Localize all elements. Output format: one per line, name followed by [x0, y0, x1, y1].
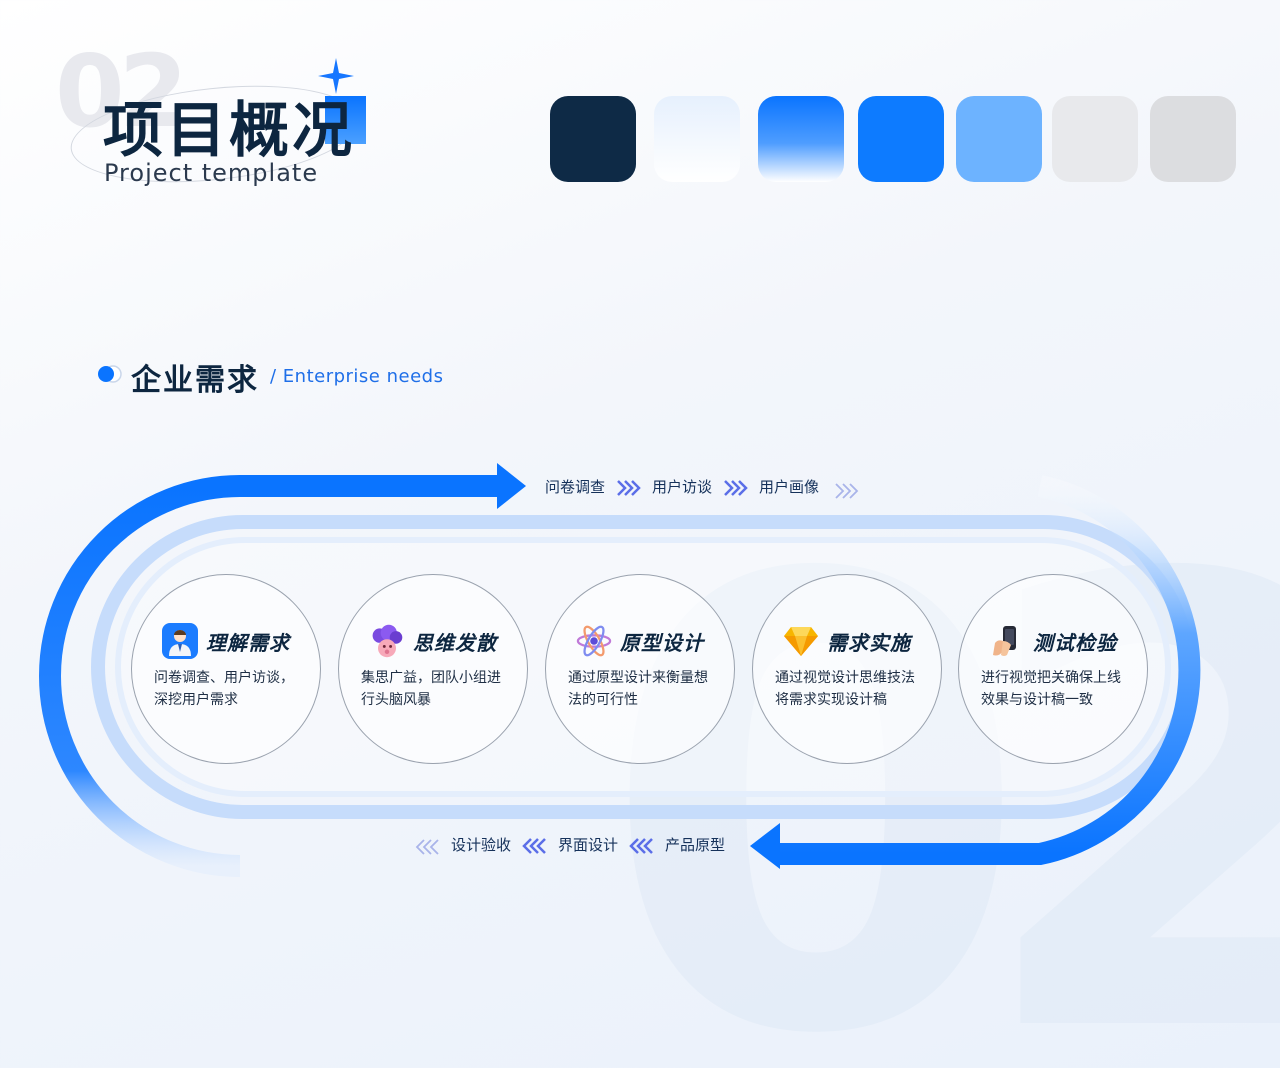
chevrons-right-icon	[617, 480, 641, 496]
color-swatch-blue-gradient	[758, 96, 844, 182]
flow-top-step-1: 问卷调查	[545, 478, 606, 496]
step-card-implement: 需求实施 通过视觉设计思维技法将需求实现设计稿	[752, 574, 942, 764]
section-subtitle: / Enterprise needs	[270, 366, 444, 387]
step-title: 测试检验	[1033, 630, 1117, 655]
step-title: 理解需求	[206, 630, 290, 655]
chevrons-left-icon	[522, 838, 546, 854]
flow-top-step-2: 用户访谈	[652, 478, 713, 496]
step-description: 问卷调查、用户访谈，深挖用户需求	[154, 670, 294, 708]
page-title: 项目概况	[103, 96, 355, 166]
color-swatch-pale-blue	[654, 96, 740, 182]
chevrons-left-faded-icon	[415, 839, 439, 855]
brain-cloud-icon	[369, 623, 405, 659]
color-swatch-navy	[550, 96, 636, 182]
step-card-understand: 理解需求 问卷调查、用户访谈，深挖用户需求	[131, 574, 321, 764]
chevrons-right-faded-icon	[835, 483, 859, 499]
bottom-arrow-head	[750, 823, 780, 869]
atom-icon	[576, 623, 612, 659]
color-swatch-gray	[1150, 96, 1236, 182]
outer-track-right	[780, 475, 1201, 865]
outer-track-left	[39, 475, 500, 877]
section-bullet-icon	[98, 365, 122, 383]
page-subtitle: Project template	[104, 159, 319, 187]
step-description: 进行视觉把关确保上线效果与设计稿一致	[981, 670, 1121, 708]
step-title: 需求实施	[827, 630, 911, 655]
background-section-number: 02	[55, 33, 188, 150]
section-title: 企业需求	[131, 363, 259, 398]
step-card-testing: 测试检验 进行视觉把关确保上线效果与设计稿一致	[958, 574, 1148, 764]
chevrons-right-icon	[724, 480, 748, 496]
title-accent-block	[325, 96, 366, 144]
chevrons-left-icon	[629, 838, 653, 854]
step-description: 通过视觉设计思维技法将需求实现设计稿	[775, 670, 915, 708]
step-title: 原型设计	[620, 630, 704, 655]
color-swatch-light-gray	[1052, 96, 1138, 182]
color-swatch-blue	[858, 96, 944, 182]
flow-top-step-3: 用户画像	[759, 478, 820, 496]
gem-icon	[783, 623, 819, 659]
user-avatar-icon	[162, 623, 198, 659]
top-arrow-head	[497, 463, 526, 509]
step-card-prototype: 原型设计 通过原型设计来衡量想法的可行性	[545, 574, 735, 764]
flow-bottom-step-3: 产品原型	[665, 836, 726, 854]
flow-bottom-step-1: 设计验收	[451, 836, 512, 854]
step-description: 通过原型设计来衡量想法的可行性	[568, 670, 708, 708]
sparkle-icon	[318, 58, 354, 94]
step-description: 集思广益，团队小组进行头脑风暴	[361, 670, 501, 708]
flow-bottom-step-2: 界面设计	[558, 836, 619, 854]
step-title: 思维发散	[413, 630, 497, 655]
color-swatch-light-blue	[956, 96, 1042, 182]
step-card-brainstorm: 思维发散 集思广益，团队小组进行头脑风暴	[338, 574, 528, 764]
phone-hand-icon	[989, 623, 1025, 659]
